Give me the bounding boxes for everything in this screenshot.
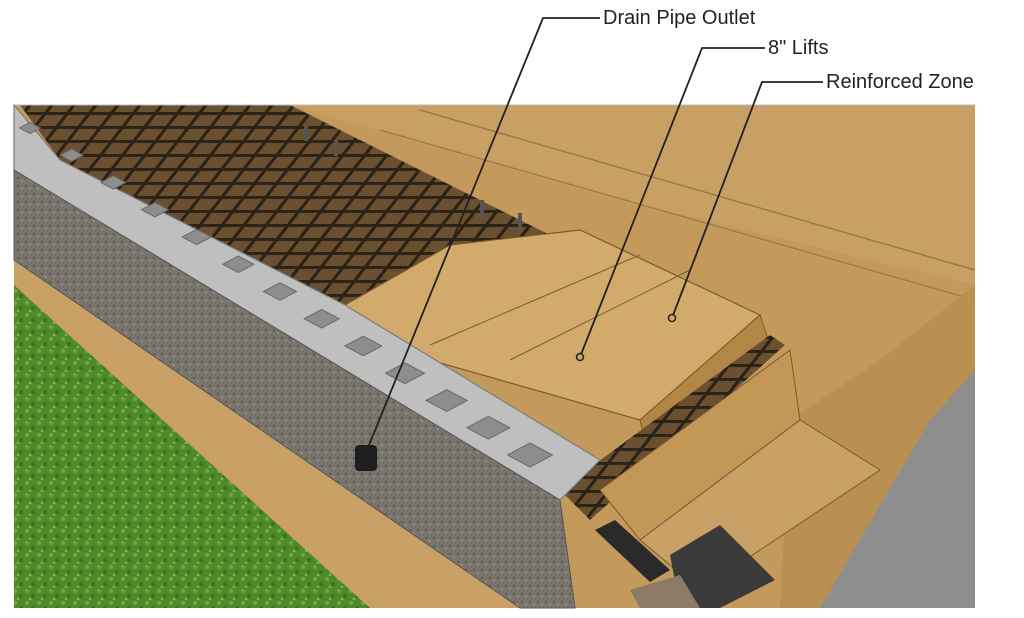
label-drain-pipe-outlet: Drain Pipe Outlet	[603, 7, 756, 29]
grid-stake	[334, 140, 338, 156]
label-reinforced-zone: Reinforced Zone	[826, 71, 974, 93]
label-8-lifts: 8" Lifts	[768, 37, 828, 59]
grid-stake	[518, 213, 522, 231]
grid-stake	[304, 125, 308, 141]
grid-stake	[480, 200, 484, 218]
leader-dot	[669, 315, 676, 322]
leader-dot	[577, 354, 584, 361]
